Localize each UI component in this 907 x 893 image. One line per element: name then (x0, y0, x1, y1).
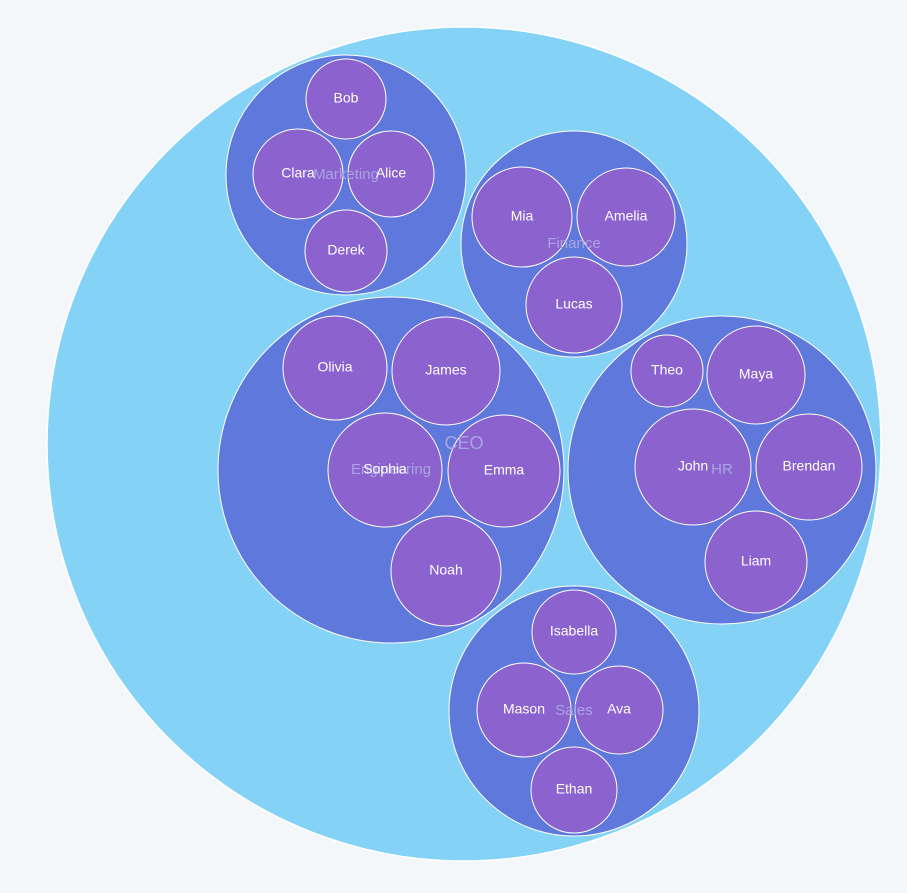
person-circle-bob[interactable] (305, 58, 387, 140)
person-circle-emma[interactable] (447, 414, 561, 528)
circles-layer (46, 26, 882, 862)
person-circle-theo[interactable] (630, 334, 704, 408)
department-circle-marketing[interactable] (225, 54, 467, 296)
person-circle-liam[interactable] (704, 510, 808, 614)
person-circle-mia[interactable] (471, 166, 573, 268)
department-circle-sales[interactable] (448, 585, 700, 837)
person-circle-olivia[interactable] (282, 315, 388, 421)
person-circle-derek[interactable] (304, 209, 388, 293)
person-circle-alice[interactable] (347, 130, 435, 218)
person-circle-ethan[interactable] (530, 746, 618, 834)
person-circle-clara[interactable] (252, 128, 344, 220)
person-circle-ava[interactable] (574, 665, 664, 755)
person-circle-sophia[interactable] (327, 412, 443, 528)
person-circle-maya[interactable] (706, 325, 806, 425)
person-circle-lucas[interactable] (525, 256, 623, 354)
person-circle-brendan[interactable] (755, 413, 863, 521)
person-circle-mason[interactable] (476, 662, 572, 758)
person-circle-james[interactable] (391, 316, 501, 426)
person-circle-isabella[interactable] (531, 589, 617, 675)
person-circle-john[interactable] (634, 408, 752, 526)
person-circle-amelia[interactable] (576, 167, 676, 267)
person-circle-noah[interactable] (390, 515, 502, 627)
